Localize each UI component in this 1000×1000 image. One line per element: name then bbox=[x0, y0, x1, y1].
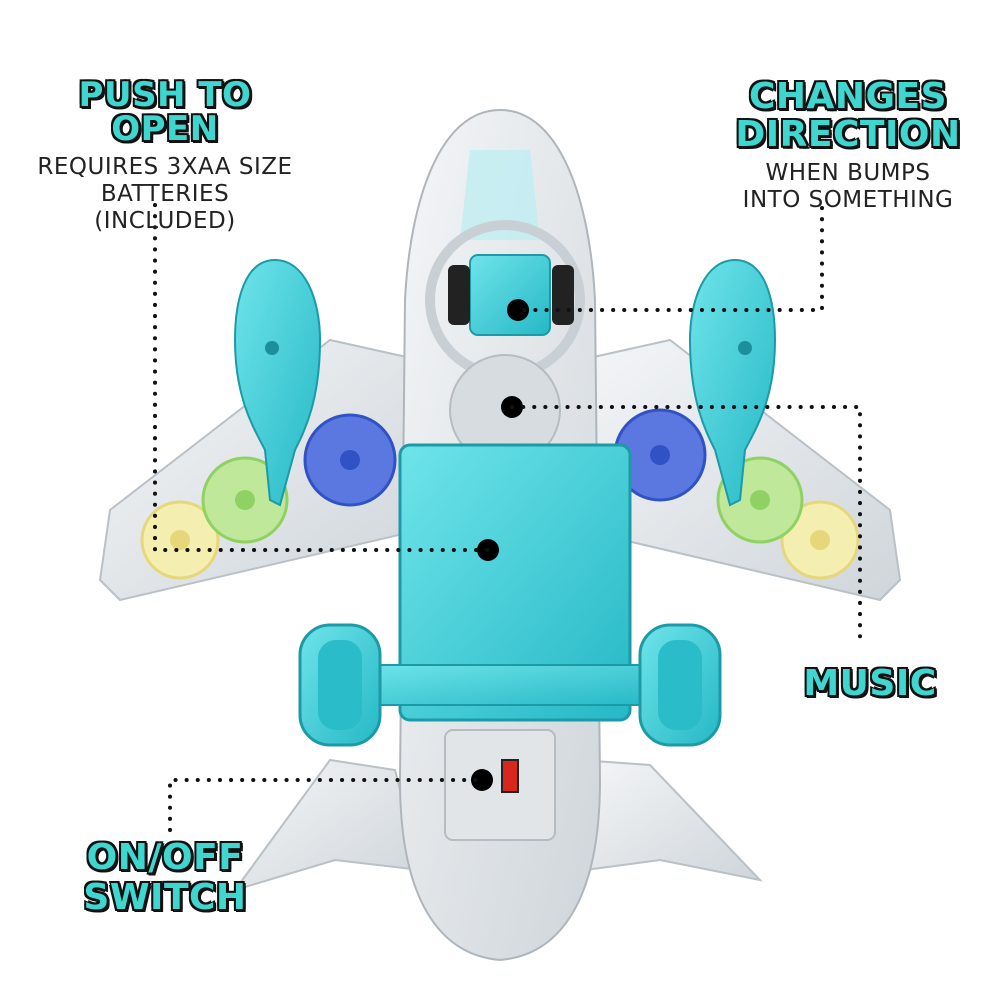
axle bbox=[359, 664, 661, 706]
leader-push-to-open bbox=[153, 203, 490, 552]
on-off-switch bbox=[501, 759, 519, 793]
engine-right bbox=[688, 258, 777, 507]
callout-title: PUSH TO OPEN bbox=[78, 75, 252, 149]
callout-line: BATTERIES bbox=[100, 181, 230, 207]
callout-title: MUSIC bbox=[802, 663, 937, 704]
callout-line: (INCLUDED) bbox=[94, 208, 236, 234]
wheel-right bbox=[638, 623, 722, 747]
callout-title-line: CHANGES bbox=[748, 76, 948, 117]
dot-bump-sensor bbox=[507, 299, 529, 321]
callout-music: MUSIC bbox=[800, 663, 940, 704]
tail-wing-left bbox=[232, 758, 422, 892]
callout-title-line: DIRECTION bbox=[734, 114, 961, 155]
callout-line: WHEN BUMPS bbox=[765, 160, 931, 186]
wheel-left bbox=[298, 623, 382, 747]
callout-line: INTO SOMETHING bbox=[742, 187, 954, 213]
gears-left bbox=[140, 413, 397, 580]
leader-changes-direction bbox=[516, 206, 824, 312]
callout-line: REQUIRES 3XAA SIZE bbox=[37, 154, 293, 180]
dot-switch bbox=[471, 769, 493, 791]
switch-panel bbox=[444, 729, 556, 841]
callout-title-line: SWITCH bbox=[82, 877, 247, 919]
callout-on-off-switch: ON/OFF SWITCH bbox=[80, 837, 250, 919]
battery-cover bbox=[398, 443, 632, 722]
bump-sensor bbox=[469, 254, 551, 336]
callout-push-to-open: PUSH TO OPEN REQUIRES 3XAA SIZE BATTERIE… bbox=[25, 75, 305, 235]
callout-title-line: ON/OFF bbox=[86, 837, 244, 879]
engine-left bbox=[233, 258, 322, 507]
callout-changes-direction: CHANGES DIRECTION WHEN BUMPS INTO SOMETH… bbox=[728, 76, 968, 214]
tail-wing-right bbox=[578, 758, 763, 882]
